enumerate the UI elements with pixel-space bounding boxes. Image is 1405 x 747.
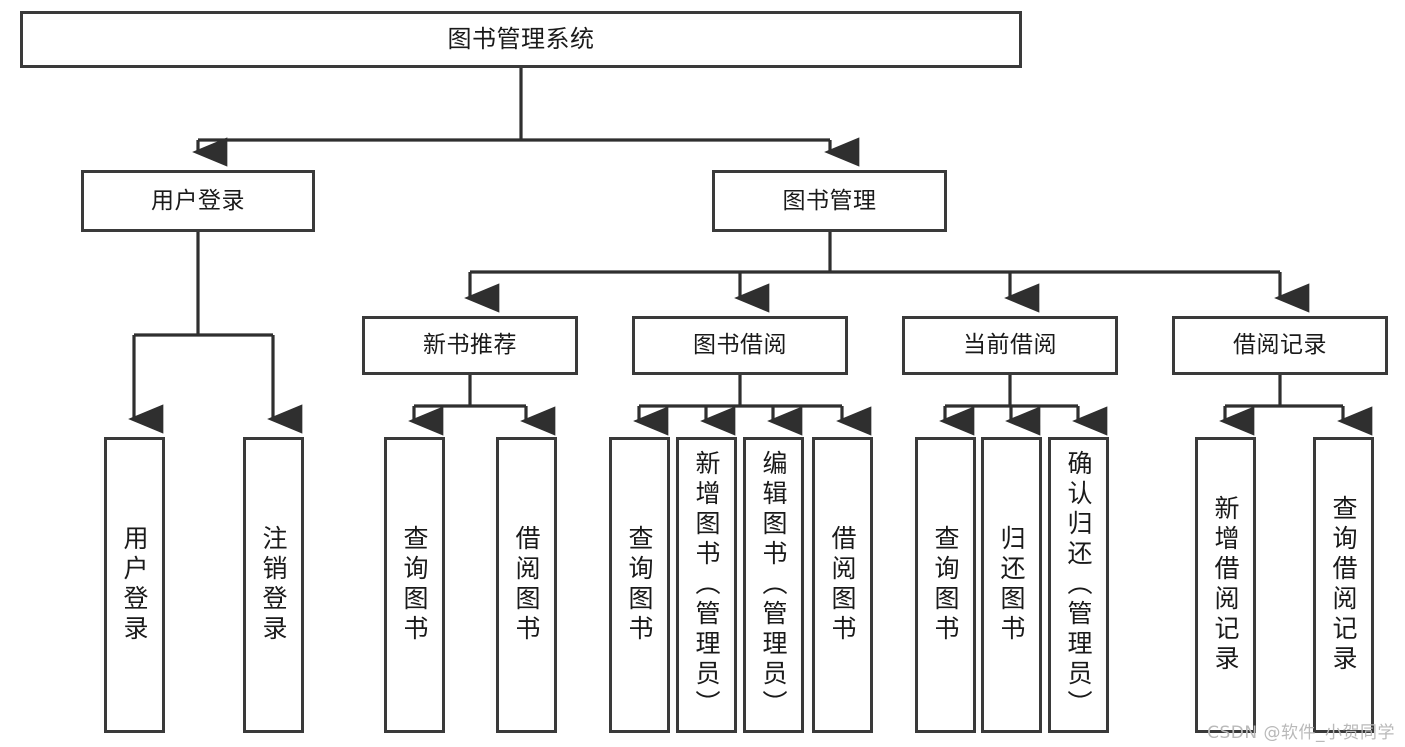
watermark: CSDN @软件_小贺同学 [1207, 723, 1395, 743]
leaf-query-book-1-label: 查询图书 [400, 525, 429, 645]
leaf-edit-book-label: 编辑图书（管理员） [759, 450, 788, 720]
node-root-label: 图书管理系统 [447, 24, 595, 53]
node-current-borrow-label: 当前借阅 [963, 332, 1057, 359]
leaf-query-book-3[interactable]: 查询图书 [915, 437, 976, 733]
leaf-user-login[interactable]: 用户登录 [104, 437, 165, 733]
leaf-add-book[interactable]: 新增图书（管理员） [676, 437, 737, 733]
leaf-query-record[interactable]: 查询借阅记录 [1313, 437, 1374, 733]
leaf-return-book-label: 归还图书 [997, 525, 1026, 645]
leaf-query-book-2[interactable]: 查询图书 [609, 437, 670, 733]
node-new-book-rec-label: 新书推荐 [423, 332, 517, 359]
node-new-book-rec[interactable]: 新书推荐 [362, 316, 578, 375]
leaf-confirm-return-label: 确认归还（管理员） [1064, 450, 1093, 720]
leaf-query-book-1[interactable]: 查询图书 [384, 437, 445, 733]
leaf-query-record-label: 查询借阅记录 [1329, 495, 1358, 675]
node-root[interactable]: 图书管理系统 [20, 11, 1022, 68]
node-borrow-record-label: 借阅记录 [1233, 332, 1327, 359]
node-book-borrow[interactable]: 图书借阅 [632, 316, 848, 375]
leaf-add-book-label: 新增图书（管理员） [692, 450, 721, 720]
node-book-manage[interactable]: 图书管理 [712, 170, 947, 232]
leaf-borrow-book-1-label: 借阅图书 [512, 525, 541, 645]
node-book-manage-label: 图书管理 [782, 187, 877, 214]
leaf-borrow-book-2[interactable]: 借阅图书 [812, 437, 873, 733]
leaf-return-book[interactable]: 归还图书 [981, 437, 1042, 733]
leaf-add-record[interactable]: 新增借阅记录 [1195, 437, 1256, 733]
node-book-borrow-label: 图书借阅 [693, 332, 787, 359]
leaf-query-book-2-label: 查询图书 [625, 525, 654, 645]
leaf-user-login-label: 用户登录 [120, 525, 149, 645]
leaf-borrow-book-1[interactable]: 借阅图书 [496, 437, 557, 733]
leaf-logout-label: 注销登录 [259, 525, 288, 645]
leaf-borrow-book-2-label: 借阅图书 [828, 525, 857, 645]
leaf-query-book-3-label: 查询图书 [931, 525, 960, 645]
node-borrow-record[interactable]: 借阅记录 [1172, 316, 1388, 375]
node-current-borrow[interactable]: 当前借阅 [902, 316, 1118, 375]
node-user-login-label: 用户登录 [151, 187, 245, 214]
leaf-logout[interactable]: 注销登录 [243, 437, 304, 733]
leaf-edit-book[interactable]: 编辑图书（管理员） [743, 437, 804, 733]
leaf-add-record-label: 新增借阅记录 [1211, 495, 1240, 675]
leaf-confirm-return[interactable]: 确认归还（管理员） [1048, 437, 1109, 733]
node-user-login[interactable]: 用户登录 [81, 170, 315, 232]
